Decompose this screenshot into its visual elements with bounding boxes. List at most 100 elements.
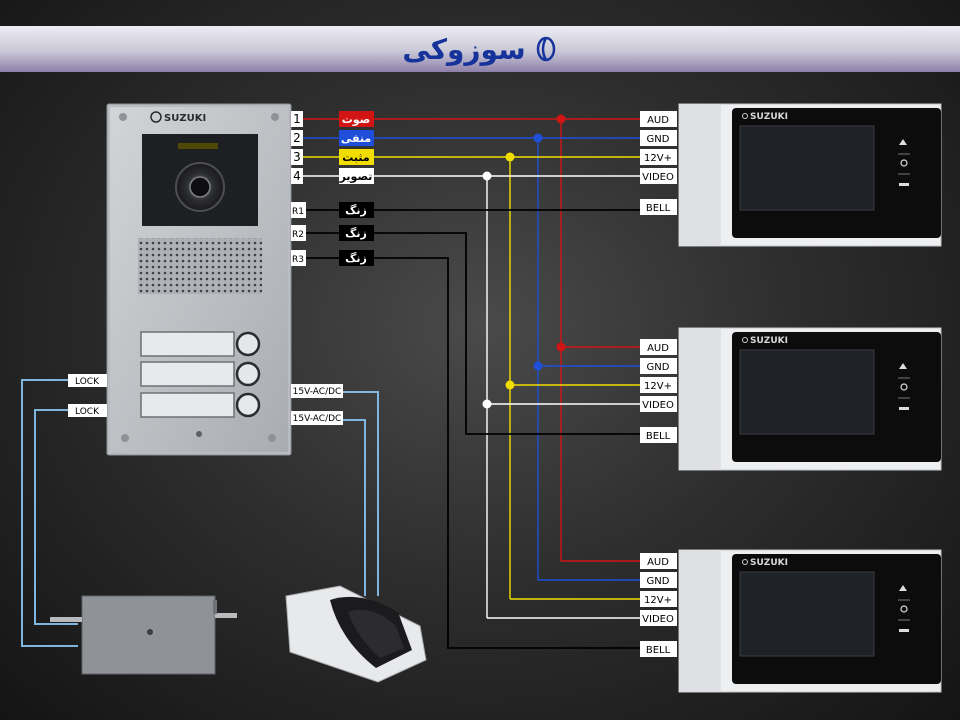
terminal-label-box bbox=[339, 225, 374, 241]
lock-label-1: LOCK bbox=[75, 377, 100, 387]
terminal-number-box bbox=[291, 250, 306, 266]
terminal-number: R3 bbox=[292, 255, 304, 265]
terminal-label: زنگ bbox=[345, 251, 367, 265]
monitor-terminal-label: 12V+ bbox=[644, 153, 672, 164]
junction-dot bbox=[482, 171, 492, 181]
terminal-number: 2 bbox=[293, 131, 301, 145]
power-label-box bbox=[291, 411, 343, 425]
terminal-label: صوت bbox=[342, 113, 371, 126]
monitor-terminal-box bbox=[640, 111, 677, 127]
name-buttons bbox=[140, 331, 261, 418]
screw-icon bbox=[268, 434, 276, 442]
terminal-label-box bbox=[339, 149, 374, 165]
power-label-box bbox=[291, 384, 343, 398]
speaker-grill bbox=[138, 238, 262, 294]
junction-dot bbox=[505, 380, 515, 390]
monitor-terminal-box bbox=[640, 377, 677, 393]
junction-dot bbox=[556, 114, 566, 124]
monitor-brand: SUZUKI bbox=[750, 112, 788, 122]
lock-keyhole-icon bbox=[147, 629, 153, 635]
terminal-number: 4 bbox=[293, 169, 301, 183]
monitor-terminal-box bbox=[640, 591, 677, 607]
terminal-number-box bbox=[291, 130, 303, 146]
monitor-screen bbox=[739, 125, 875, 211]
monitor-terminal-box bbox=[640, 553, 677, 569]
door-panel: SUZUKI bbox=[106, 103, 292, 456]
monitor-terminal-box bbox=[640, 358, 677, 374]
brand-swirl-icon bbox=[536, 36, 555, 62]
terminal-label: زنگ bbox=[345, 226, 367, 240]
monitor-view-icon bbox=[900, 383, 908, 391]
lock-wiring: LOCK LOCK bbox=[21, 374, 107, 647]
monitor-screen bbox=[739, 571, 875, 657]
lock-label-box bbox=[68, 374, 107, 387]
screw-icon bbox=[121, 434, 129, 442]
monitor-terminal-label: VIDEO bbox=[642, 614, 674, 625]
terminal-number-box bbox=[291, 111, 303, 127]
monitor-terminals: AUD GND 12V+ VIDEO BELL AUD GND 12V+ VIDEO BELL AU… bbox=[640, 111, 677, 657]
door-panel-brand: SUZUKI bbox=[164, 113, 206, 124]
junction-dot bbox=[533, 133, 543, 143]
call-button bbox=[235, 392, 261, 418]
terminal-number: R2 bbox=[292, 230, 304, 240]
monitor-terminal-label: 12V+ bbox=[644, 381, 672, 392]
terminal-number-box bbox=[291, 225, 306, 241]
terminal-number: 1 bbox=[293, 112, 301, 126]
suzuki-logo-icon bbox=[150, 111, 162, 123]
monitor-brand: SUZUKI bbox=[750, 336, 788, 346]
terminal-number: 3 bbox=[293, 150, 301, 164]
power-wiring: 15V-AC/DC 15V-AC/DC bbox=[291, 384, 379, 596]
name-plate bbox=[140, 331, 235, 357]
name-plate bbox=[140, 361, 235, 387]
monitor-terminal-label: VIDEO bbox=[642, 172, 674, 183]
terminal-label: منفی bbox=[341, 132, 371, 145]
brand-logo: سوزوکی bbox=[0, 26, 960, 72]
monitor-terminal-box bbox=[640, 572, 677, 588]
monitor-terminal-box bbox=[640, 199, 677, 215]
monitor-1: SUZUKI bbox=[678, 103, 942, 247]
intercom-icon bbox=[899, 585, 907, 591]
terminal-label-box bbox=[339, 250, 374, 266]
monitor-3: SUZUKI bbox=[678, 549, 942, 693]
terminal-label: زنگ bbox=[345, 203, 367, 217]
monitor-terminal-label: AUD bbox=[647, 557, 669, 568]
monitor-terminal-label: AUD bbox=[647, 115, 669, 126]
screw-icon bbox=[196, 431, 202, 437]
terminal-label-box bbox=[339, 202, 374, 218]
terminal-label-box bbox=[339, 130, 374, 146]
monitor-terminal-box bbox=[640, 130, 677, 146]
monitor-terminal-box bbox=[640, 610, 677, 626]
name-plate bbox=[140, 392, 235, 418]
monitor-terminal-label: GND bbox=[647, 362, 670, 373]
monitor-terminal-label: BELL bbox=[646, 203, 671, 214]
call-button bbox=[235, 331, 261, 357]
monitor-brand: SUZUKI bbox=[750, 558, 788, 568]
unlock-key-icon bbox=[899, 407, 909, 410]
call-button bbox=[235, 361, 261, 387]
monitor-terminal-label: AUD bbox=[647, 343, 669, 354]
terminal-label-box bbox=[339, 168, 374, 184]
brand-name: سوزوکی bbox=[402, 32, 526, 66]
header-banner: سوزوکی bbox=[0, 26, 960, 72]
terminal-number: R1 bbox=[292, 207, 304, 217]
lock-label-box bbox=[68, 404, 107, 417]
junction-dot bbox=[533, 361, 543, 371]
monitor-terminal-label: VIDEO bbox=[642, 400, 674, 411]
screw-icon bbox=[119, 113, 127, 121]
monitor-screen bbox=[739, 349, 875, 435]
monitor-terminal-label: GND bbox=[647, 576, 670, 587]
monitor-terminal-box bbox=[640, 149, 677, 165]
monitor-view-icon bbox=[900, 605, 908, 613]
monitor-terminal-box bbox=[640, 427, 677, 443]
electric-lock bbox=[50, 595, 237, 675]
wire-bundle bbox=[303, 114, 640, 649]
monitor-2: SUZUKI bbox=[678, 327, 942, 471]
intercom-icon bbox=[899, 139, 907, 145]
unlock-key-icon bbox=[899, 629, 909, 632]
terminal-number-box bbox=[291, 149, 303, 165]
power-label-1: 15V-AC/DC bbox=[293, 387, 342, 397]
monitor-terminal-label: BELL bbox=[646, 431, 671, 442]
junction-dot bbox=[505, 152, 515, 162]
